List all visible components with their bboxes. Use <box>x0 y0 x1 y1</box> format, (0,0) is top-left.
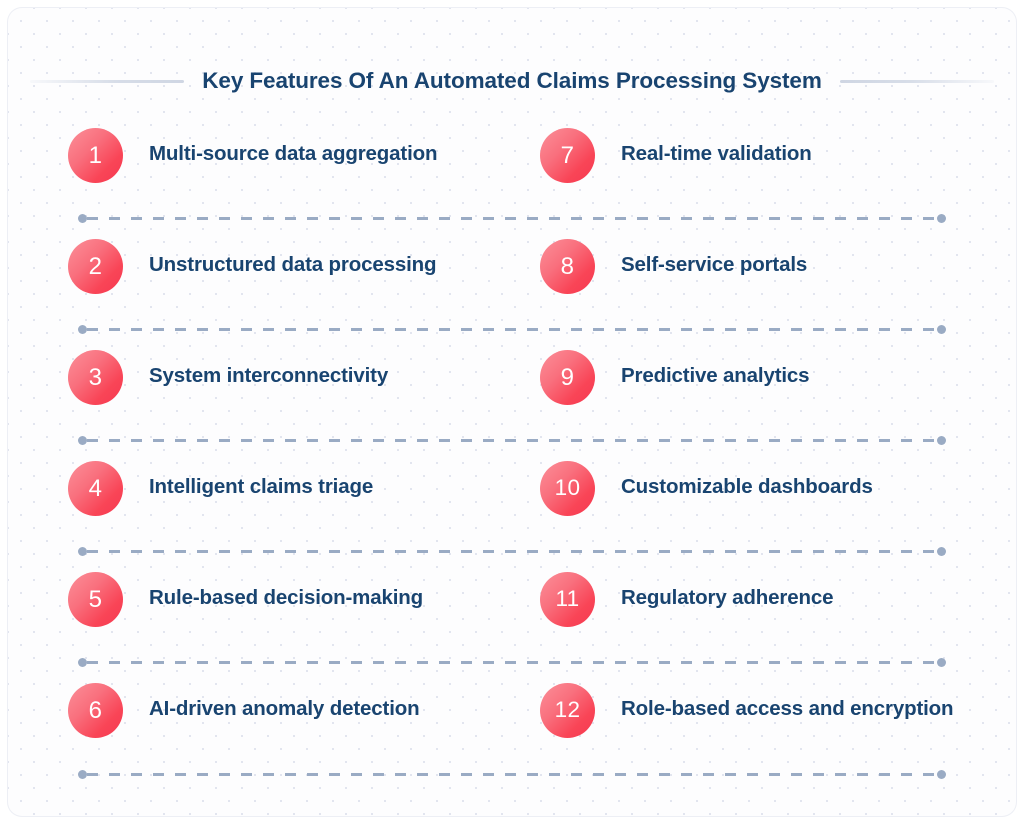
feature-number-badge: 2 <box>68 239 123 294</box>
infographic-card: Key Features Of An Automated Claims Proc… <box>8 8 1016 816</box>
feature-number-badge: 8 <box>540 239 595 294</box>
row-separator <box>78 214 946 223</box>
feature-number-badge: 11 <box>540 572 595 627</box>
feature-number-badge: 9 <box>540 350 595 405</box>
feature-item-1: 1 Multi-source data aggregation <box>68 112 540 223</box>
feature-item-9: 9 Predictive analytics <box>540 334 956 445</box>
feature-number-badge: 5 <box>68 572 123 627</box>
separator-dot-start-icon <box>78 325 87 334</box>
feature-item-11: 11 Regulatory adherence <box>540 556 956 667</box>
row-separator <box>78 547 946 556</box>
feature-label: Unstructured data processing <box>149 253 437 276</box>
title-rule-right <box>839 79 995 83</box>
feature-item-3: 3 System interconnectivity <box>68 334 540 445</box>
feature-number-badge: 12 <box>540 683 595 738</box>
feature-item-7: 7 Real-time validation <box>540 112 956 223</box>
feature-item-4: 4 Intelligent claims triage <box>68 445 540 556</box>
feature-row: 6 AI-driven anomaly detection 12 Role-ba… <box>8 667 1016 779</box>
feature-item-5: 5 Rule-based decision-making <box>68 556 540 667</box>
separator-dot-start-icon <box>78 658 87 667</box>
feature-number-badge: 6 <box>68 683 123 738</box>
separator-dot-end-icon <box>937 547 946 556</box>
page-title: Key Features Of An Automated Claims Proc… <box>202 68 822 93</box>
separator-dashed-line <box>87 661 937 664</box>
separator-dashed-line <box>87 773 937 776</box>
feature-number-badge: 1 <box>68 128 123 183</box>
separator-dot-start-icon <box>78 214 87 223</box>
feature-item-12: 12 Role-based access and encryption <box>540 667 956 779</box>
separator-dot-start-icon <box>78 436 87 445</box>
feature-item-6: 6 AI-driven anomaly detection <box>68 667 540 779</box>
feature-row: 2 Unstructured data processing 8 Self-se… <box>8 223 1016 334</box>
title-rule-left <box>30 79 185 83</box>
feature-label: System interconnectivity <box>149 364 389 387</box>
feature-label: Intelligent claims triage <box>149 475 374 498</box>
row-separator <box>78 325 946 334</box>
title-row: Key Features Of An Automated Claims Proc… <box>30 64 995 98</box>
feature-label: AI-driven anomaly detection <box>149 697 420 720</box>
feature-row: 3 System interconnectivity 9 Predictive … <box>8 334 1016 445</box>
feature-number-badge: 7 <box>540 128 595 183</box>
features-grid: 1 Multi-source data aggregation 7 Real-t… <box>8 112 1016 779</box>
feature-number-badge: 3 <box>68 350 123 405</box>
feature-label: Role-based access and encryption <box>621 697 954 720</box>
separator-dot-end-icon <box>937 770 946 779</box>
separator-dot-end-icon <box>937 214 946 223</box>
feature-label: Real-time validation <box>621 142 812 165</box>
separator-dashed-line <box>87 217 937 220</box>
feature-label: Customizable dashboards <box>621 475 873 498</box>
feature-row: 1 Multi-source data aggregation 7 Real-t… <box>8 112 1016 223</box>
separator-dot-end-icon <box>937 658 946 667</box>
feature-number-badge: 10 <box>540 461 595 516</box>
separator-dashed-line <box>87 328 937 331</box>
feature-item-10: 10 Customizable dashboards <box>540 445 956 556</box>
row-separator <box>78 436 946 445</box>
feature-row: 5 Rule-based decision-making 11 Regulato… <box>8 556 1016 667</box>
feature-number-badge: 4 <box>68 461 123 516</box>
feature-label: Regulatory adherence <box>621 586 834 609</box>
separator-dashed-line <box>87 550 937 553</box>
feature-item-2: 2 Unstructured data processing <box>68 223 540 334</box>
feature-label: Self-service portals <box>621 253 808 276</box>
separator-dashed-line <box>87 439 937 442</box>
row-separator <box>78 770 946 779</box>
separator-dot-end-icon <box>937 436 946 445</box>
feature-item-8: 8 Self-service portals <box>540 223 956 334</box>
feature-label: Rule-based decision-making <box>149 586 424 609</box>
separator-dot-start-icon <box>78 770 87 779</box>
row-separator <box>78 658 946 667</box>
separator-dot-end-icon <box>937 325 946 334</box>
separator-dot-start-icon <box>78 547 87 556</box>
feature-label: Predictive analytics <box>621 364 810 387</box>
feature-row: 4 Intelligent claims triage 10 Customiza… <box>8 445 1016 556</box>
feature-label: Multi-source data aggregation <box>149 142 438 165</box>
